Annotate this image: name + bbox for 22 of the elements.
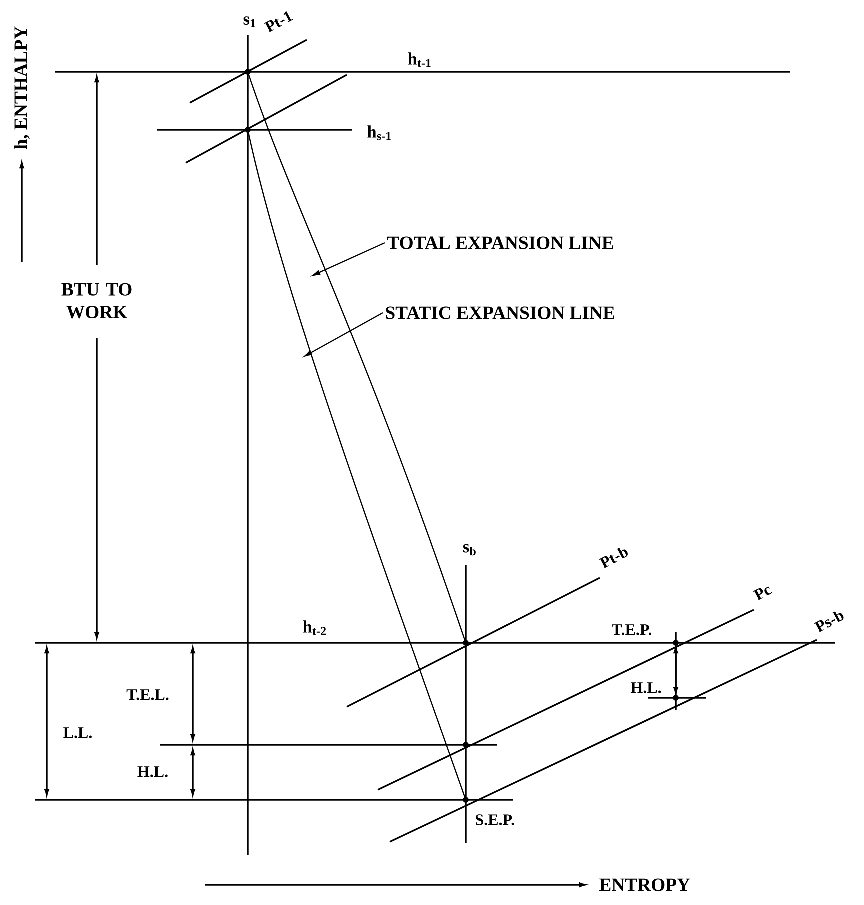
- leader-line: [304, 312, 384, 357]
- state-label: s$_{1}$: [244, 16, 256, 28]
- leader-label: TOTAL EXPANSION LINE: [388, 236, 614, 250]
- dimension-label: H.L.: [630, 682, 662, 694]
- point-label: S.E.P.: [476, 814, 514, 826]
- pressure-label: Pc: [753, 586, 772, 601]
- leader-label: STATIC EXPANSION LINE: [386, 306, 614, 320]
- axis-title: h, ENTHALPY: [14, 26, 30, 150]
- axis-title: ENTROPY: [600, 878, 690, 892]
- leader-line: [312, 242, 386, 276]
- pressure-label: Pt-1: [264, 11, 294, 33]
- point-label: T.E.P.: [612, 624, 652, 636]
- enthalpy-label: h$_{s-1}$: [368, 126, 392, 140]
- enthalpy-label: h$_{t-1}$: [408, 52, 431, 68]
- enthalpy-label: h$_{t-2}$: [303, 620, 326, 636]
- pressure-label: Ps-b: [814, 612, 844, 633]
- dimension-label: BTU TO WORK: [62, 283, 132, 319]
- state-label: s$_{b}$: [463, 544, 476, 556]
- dimension-label: H.L.: [138, 766, 168, 778]
- dimension-label: T.E.L.: [126, 690, 169, 700]
- pressure-label: Pt-b: [599, 548, 628, 569]
- dimension-label: L.L.: [64, 728, 92, 738]
